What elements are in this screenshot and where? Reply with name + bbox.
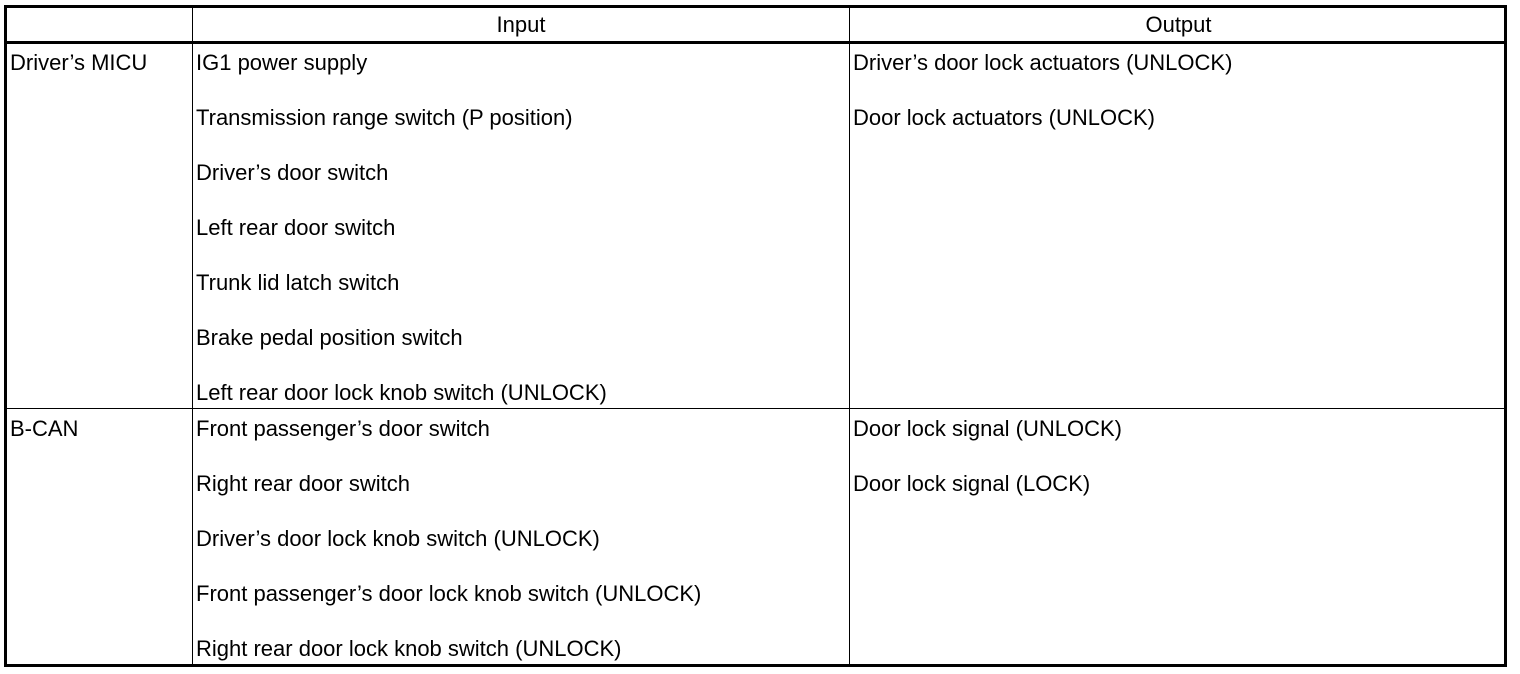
input-item: Left rear door lock knob switch (UNLOCK) (196, 380, 607, 405)
output-item: Door lock signal (UNLOCK) (853, 416, 1122, 441)
column-divider-output (849, 8, 850, 664)
row-divider (7, 408, 1504, 409)
input-item: Right rear door switch (196, 471, 410, 496)
row-source-label: B-CAN (10, 416, 79, 441)
input-item: Left rear door switch (196, 215, 396, 240)
output-item: Driver’s door lock actuators (UNLOCK) (853, 50, 1233, 75)
input-item: IG1 power supply (196, 50, 368, 75)
input-item: Front passenger’s door lock knob switch … (196, 581, 702, 606)
input-item: Driver’s door switch (196, 160, 389, 185)
output-item: Door lock actuators (UNLOCK) (853, 105, 1155, 130)
column-divider-source (192, 8, 193, 664)
io-table: Input Output Driver’s MICU IG1 power sup… (4, 5, 1507, 667)
input-item: Transmission range switch (P position) (196, 105, 573, 130)
output-item: Door lock signal (LOCK) (853, 471, 1091, 496)
input-item: Right rear door lock knob switch (UNLOCK… (196, 636, 622, 661)
row-source-label: Driver’s MICU (10, 50, 148, 75)
input-item: Trunk lid latch switch (196, 270, 400, 295)
input-item: Driver’s door lock knob switch (UNLOCK) (196, 526, 600, 551)
header-divider (7, 41, 1504, 44)
input-item: Front passenger’s door switch (196, 416, 490, 441)
header-output: Output (1145, 12, 1212, 37)
input-item: Brake pedal position switch (196, 325, 463, 350)
header-input: Input (496, 12, 546, 37)
